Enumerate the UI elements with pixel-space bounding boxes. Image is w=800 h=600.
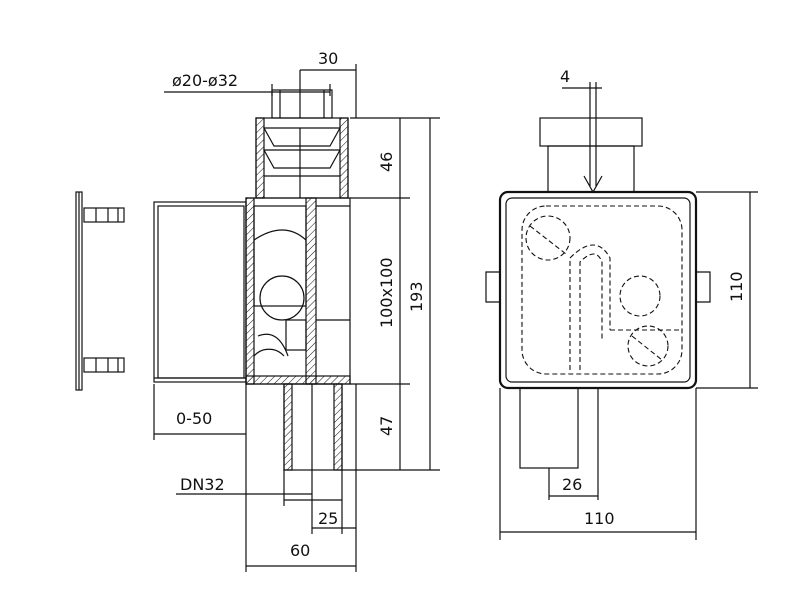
side-view: ø20-ø32 30 46 100x100 193 47 0-50 DN32 2… bbox=[75, 49, 440, 572]
lug-left bbox=[485, 271, 500, 303]
lug-right bbox=[696, 271, 711, 303]
dim-offset: 4 bbox=[560, 67, 570, 86]
dim-outlet-offset: 26 bbox=[562, 475, 582, 494]
dim-top-height: 46 bbox=[377, 152, 396, 172]
front-view: 4 110 26 110 bbox=[485, 67, 758, 540]
outlet-spigot bbox=[519, 387, 579, 469]
inlet-fitting bbox=[255, 89, 349, 199]
inlet-spigot bbox=[539, 117, 643, 147]
dim-outlet-width: 25 bbox=[318, 509, 338, 528]
dim-outlet-nominal: DN32 bbox=[180, 475, 225, 494]
dim-inlet-diameter: ø20-ø32 bbox=[172, 71, 238, 90]
mounting-screw-bottom bbox=[83, 357, 125, 373]
dim-bottom-height: 47 bbox=[377, 416, 396, 436]
dim-adjust-range: 0-50 bbox=[176, 409, 212, 428]
check-ball bbox=[259, 275, 305, 321]
dim-width: 110 bbox=[584, 509, 615, 528]
dim-box-size: 100x100 bbox=[377, 257, 396, 328]
dim-depth: 60 bbox=[290, 541, 310, 560]
box-outline bbox=[498, 190, 698, 390]
dim-inlet-width: 30 bbox=[318, 49, 338, 68]
mounting-screw-top bbox=[83, 207, 125, 223]
dim-height: 110 bbox=[727, 271, 746, 302]
dim-total-height: 193 bbox=[407, 281, 426, 312]
outlet-pipe bbox=[283, 383, 343, 471]
extension-frame bbox=[153, 201, 247, 383]
